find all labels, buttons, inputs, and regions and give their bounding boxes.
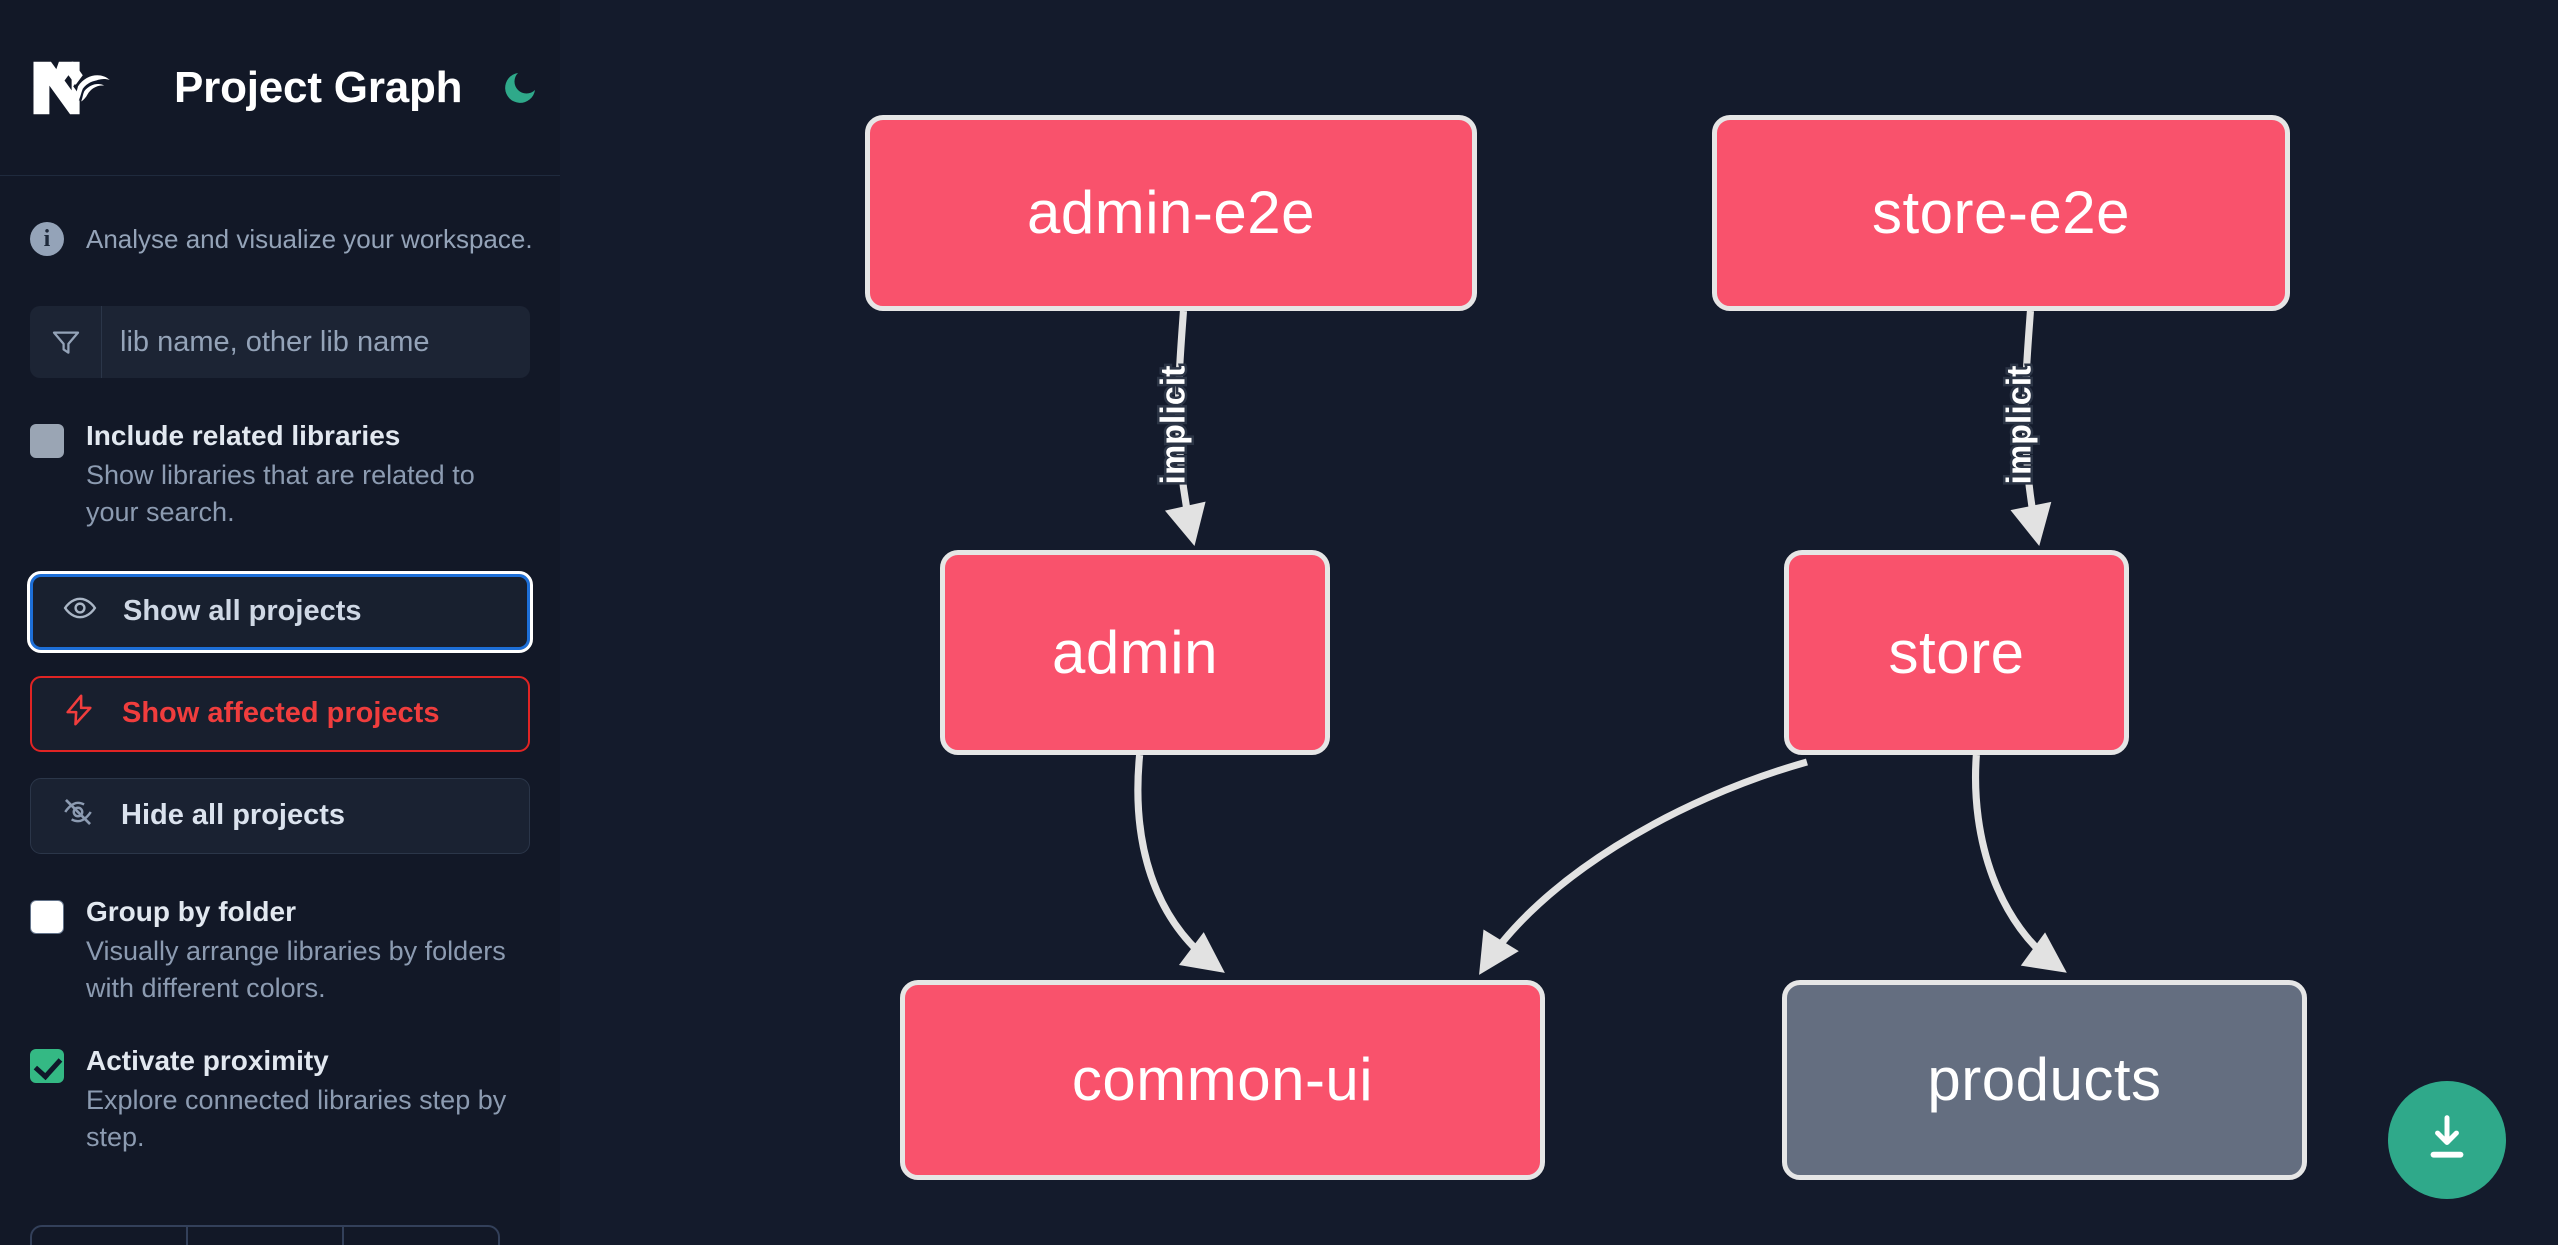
graph-node-common-ui[interactable]: common-ui bbox=[900, 980, 1545, 1180]
activate-proximity-checkbox[interactable] bbox=[30, 1049, 64, 1083]
projects-action-buttons: Show all projects Show affected projects bbox=[27, 570, 533, 854]
info-icon: i bbox=[30, 222, 64, 256]
graph-node-admin-e2e[interactable]: admin-e2e bbox=[865, 115, 1477, 311]
group-by-folder-description: Visually arrange libraries by folders wi… bbox=[86, 935, 506, 1003]
hide-all-projects-button[interactable]: Hide all projects bbox=[30, 777, 530, 854]
graph-canvas[interactable]: implicit implicit admin-e2e store-e2e ad… bbox=[560, 0, 2558, 1245]
workspace-tagline: i Analyse and visualize your workspace. bbox=[0, 176, 560, 256]
show-affected-projects-label: Show affected projects bbox=[122, 697, 440, 729]
group-by-folder-label: Group by folder bbox=[86, 895, 296, 927]
include-related-label: Include related libraries bbox=[86, 420, 401, 451]
graph-node-admin[interactable]: admin bbox=[940, 550, 1330, 755]
checkbox-group-by-folder[interactable]: Group by folder Visually arrange librari… bbox=[30, 894, 530, 1008]
info-glyph: i bbox=[43, 226, 51, 252]
graph-node-products[interactable]: products bbox=[1782, 980, 2307, 1180]
group-by-folder-checkbox[interactable] bbox=[30, 899, 64, 934]
node-label: store-e2e bbox=[1872, 179, 2130, 246]
nx-logo-icon bbox=[30, 57, 126, 119]
checkbox-activate-proximity[interactable]: Activate proximity Explore connected lib… bbox=[30, 1043, 530, 1157]
download-icon bbox=[2420, 1111, 2474, 1170]
svg-text:implicit: implicit bbox=[2000, 365, 2038, 485]
svg-text:implicit: implicit bbox=[1154, 365, 1192, 485]
edge-label-implicit-store: implicit bbox=[1998, 362, 2041, 487]
show-all-projects-label: Show all projects bbox=[123, 595, 362, 627]
activate-proximity-label: Activate proximity bbox=[86, 1045, 329, 1076]
lightning-bolt-icon bbox=[62, 693, 96, 735]
edge-store-to-products bbox=[1972, 754, 2067, 973]
download-graph-button[interactable] bbox=[2388, 1081, 2506, 1199]
activate-proximity-description: Explore connected libraries step by step… bbox=[86, 1085, 507, 1153]
eye-icon bbox=[63, 591, 97, 633]
node-label: common-ui bbox=[1071, 1046, 1374, 1113]
show-all-projects-button[interactable]: Show all projects bbox=[27, 570, 533, 653]
node-label: admin bbox=[1052, 618, 1218, 686]
eye-off-icon bbox=[61, 795, 95, 837]
edge-admin-e2e-to-admin bbox=[1164, 310, 1206, 546]
checkbox-include-related[interactable]: Include related libraries Show libraries… bbox=[30, 418, 530, 532]
include-related-checkbox[interactable] bbox=[30, 424, 64, 458]
node-label: products bbox=[1927, 1046, 2162, 1113]
edge-label-implicit-admin: implicit bbox=[1152, 362, 1195, 487]
hide-all-projects-label: Hide all projects bbox=[121, 799, 346, 831]
edge-store-e2e-to-store bbox=[2010, 310, 2052, 547]
page-title: Project Graph bbox=[174, 62, 463, 112]
show-affected-projects-button[interactable]: Show affected projects bbox=[30, 675, 530, 752]
node-label: store bbox=[1888, 618, 2025, 686]
edge-admin-to-common-ui bbox=[1134, 754, 1225, 973]
search-input[interactable] bbox=[102, 306, 530, 378]
node-label: admin-e2e bbox=[1026, 179, 1315, 246]
edge-store-to-common-ui bbox=[1479, 758, 1808, 975]
moon-icon[interactable] bbox=[500, 64, 540, 112]
tagline-text: Analyse and visualize your workspace. bbox=[86, 223, 533, 254]
sidebar: Project Graph i Analyse and visualize yo… bbox=[0, 0, 560, 1245]
graph-edges: implicit implicit bbox=[1134, 310, 2067, 975]
filter-funnel-icon bbox=[30, 306, 102, 378]
bottom-toolbar-stub[interactable] bbox=[30, 1225, 500, 1245]
bottom-toolbar-segment-1[interactable] bbox=[32, 1227, 188, 1245]
sidebar-header: Project Graph bbox=[0, 0, 560, 176]
bottom-toolbar-segment-2[interactable] bbox=[188, 1227, 344, 1245]
bottom-toolbar-segment-3[interactable] bbox=[344, 1227, 498, 1245]
graph-node-store[interactable]: store bbox=[1784, 550, 2129, 755]
graph-node-store-e2e[interactable]: store-e2e bbox=[1712, 115, 2290, 311]
search-bar[interactable] bbox=[30, 306, 530, 378]
include-related-description: Show libraries that are related to your … bbox=[86, 460, 475, 528]
